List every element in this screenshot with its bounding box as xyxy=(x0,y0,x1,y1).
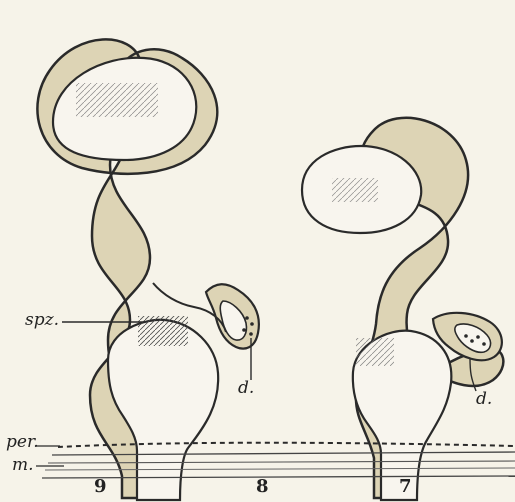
right-hatched-spot-lower xyxy=(356,338,394,366)
number-9: 9 xyxy=(94,478,107,496)
number-7: 7 xyxy=(399,478,412,496)
base-layers xyxy=(36,443,515,478)
right-duct-dot-1 xyxy=(464,334,468,338)
right-duct-dot-3 xyxy=(476,335,480,339)
left-tubule xyxy=(37,39,258,500)
d-label-left: d. xyxy=(238,380,254,397)
m-label: m. xyxy=(12,457,34,474)
d-label-right: d. xyxy=(476,391,492,408)
number-8: 8 xyxy=(256,478,269,496)
right-duct-dot-2 xyxy=(470,339,474,343)
left-hatched-spot-lower xyxy=(138,316,188,346)
left-duct-dot-1 xyxy=(245,316,249,320)
left-hatched-spot-upper xyxy=(76,83,158,117)
right-duct-dot-4 xyxy=(482,342,486,346)
spz-label: spz. xyxy=(25,312,59,329)
left-duct-dot-4 xyxy=(249,332,253,336)
m-layer-bottom xyxy=(42,476,515,478)
left-duct-dot-2 xyxy=(250,322,254,326)
left-duct-dot-3 xyxy=(242,328,246,332)
per-label: per. xyxy=(6,434,39,451)
right-hatched-spot-upper xyxy=(332,178,378,202)
m-layer-mid2 xyxy=(45,468,515,470)
